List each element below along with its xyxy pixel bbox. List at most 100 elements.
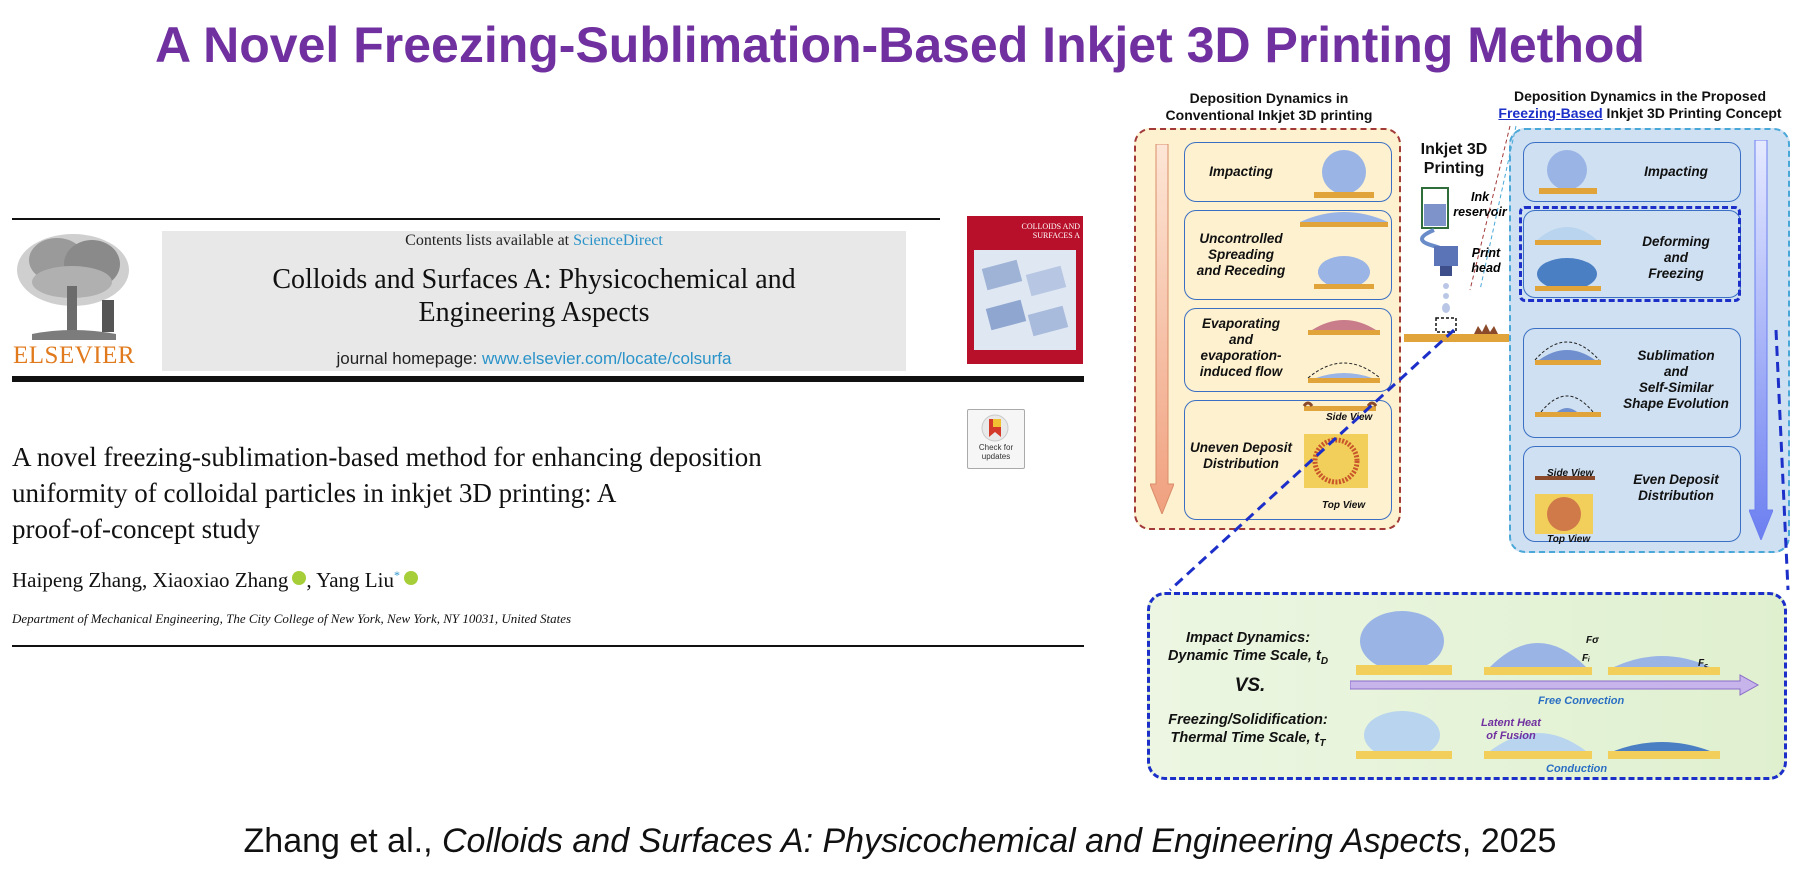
sciencedirect-link[interactable]: ScienceDirect [573, 232, 663, 249]
step-label-line: and [1228, 332, 1253, 347]
step-sublimation [1523, 328, 1741, 438]
homepage-link[interactable]: www.elsevier.com/locate/colsurfa [482, 349, 732, 368]
process-arrow-icon [1150, 144, 1174, 514]
citation-authors: Zhang et al., [243, 822, 442, 860]
impact-line2-text: Dynamic Time Scale, t [1167, 648, 1321, 664]
step-label-line: Self-Similar [1638, 380, 1714, 395]
proposed-process-panel: Impacting Deforming and Freezing Sublima… [1509, 128, 1790, 553]
step-label: Sublimation and Self-Similar Shape Evolu… [1611, 348, 1741, 412]
step-label-line: Sublimation [1637, 348, 1715, 363]
freeze-line2: Thermal Time Scale, tT [1158, 729, 1338, 753]
top-view-label: Top View [1322, 500, 1366, 511]
print-head-label: Print head [1464, 246, 1508, 276]
article-title: A novel freezing-sublimation-based metho… [12, 439, 912, 547]
step-label-line: Uncontrolled [1199, 231, 1283, 246]
inkjet-heading-line2: Printing [1423, 160, 1485, 177]
author-separator: , [142, 568, 153, 592]
freezing-label: Freezing/Solidification: Thermal Time Sc… [1158, 711, 1338, 753]
proposed-droplet-illustrations [1534, 150, 1601, 534]
article-title-line1: A novel freezing-sublimation-based metho… [12, 442, 762, 472]
journal-homepage: journal homepage: www.elsevier.com/locat… [162, 349, 906, 369]
orcid-icon[interactable] [292, 571, 307, 585]
step-label-line: Impacting [1644, 164, 1708, 179]
step-label-line: Uneven Deposit [1189, 440, 1293, 455]
top-view-label: Top View [1547, 534, 1591, 545]
latent-heat-line2: of Fusion [1486, 730, 1536, 742]
step-label: Uncontrolled Spreading and Receding [1186, 231, 1296, 279]
impact-line1: Impact Dynamics: [1185, 630, 1311, 646]
proposed-heading-line2: Freezing-Based Inkjet 3D Printing Concep… [1480, 105, 1800, 122]
freeze-line2-text: Thermal Time Scale, t [1170, 730, 1320, 746]
step-label-line: and Receding [1196, 263, 1286, 278]
inkjet-heading-line1: Inkjet 3D [1420, 141, 1488, 158]
latent-heat-line1: Latent Heat [1481, 717, 1541, 729]
journal-name-line1: Colloids and Surfaces A: Physicochemical… [272, 264, 796, 295]
author-name[interactable]: Xiaoxiao Zhang [152, 568, 289, 592]
conduction-label: Conduction [1546, 763, 1608, 775]
article-title-line3: proof-of-concept study [12, 514, 261, 544]
step-label-line: Spreading [1207, 247, 1274, 262]
conventional-droplet-illustrations [1300, 150, 1388, 488]
freeze-line1: Freezing/Solidification: [1168, 712, 1328, 728]
conventional-heading-line2: Conventional Inkjet 3D printing [1165, 107, 1373, 123]
step-label-line: Impacting [1209, 164, 1273, 179]
check-for-updates-label: Check for updates [978, 443, 1014, 461]
print-head-line1: Print [1471, 246, 1501, 260]
elsevier-tree-logo [17, 234, 129, 340]
step-label-line: Shape Evolution [1623, 396, 1729, 411]
free-convection-label: Free Convection [1538, 695, 1625, 707]
force-sigma-label: Fσ [1586, 635, 1599, 646]
ink-reservoir-label: Ink reservoir [1452, 190, 1508, 220]
step-label-line: Deforming [1642, 234, 1710, 249]
force-i-label: Fᵢ [1582, 653, 1590, 664]
step-label-line: Distribution [1203, 456, 1279, 471]
thick-rule [12, 376, 1084, 382]
journal-name-line2: Engineering Aspects [418, 297, 650, 328]
proposed-heading: Deposition Dynamics in the Proposed Free… [1480, 88, 1800, 122]
author-name[interactable]: Haipeng Zhang [12, 568, 143, 592]
affiliation: Department of Mechanical Engineering, Th… [12, 611, 572, 626]
conventional-heading-line1: Deposition Dynamics in [1189, 90, 1349, 106]
step-label: Evaporating and evaporation- induced flo… [1186, 316, 1296, 380]
inkjet-heading: Inkjet 3D Printing [1404, 140, 1504, 178]
process-arrow-icon [1749, 140, 1773, 540]
side-view-label: Side View [1326, 412, 1373, 423]
step-label-line: Freezing [1648, 266, 1704, 281]
proposed-heading-line1: Deposition Dynamics in the Proposed [1513, 88, 1767, 104]
step-evaporating [1184, 308, 1392, 392]
bookmark-icon [981, 414, 1009, 442]
inkjet-printer-diagram [1404, 187, 1512, 342]
impact-subscript: D [1320, 655, 1329, 667]
step-label: Even Deposit Distribution [1621, 472, 1731, 504]
bottom-rule [12, 645, 1084, 647]
contents-prefix: Contents lists available at [405, 232, 574, 249]
time-scale-comparison-panel: Impact Dynamics: Dynamic Time Scale, tD … [1147, 592, 1787, 780]
orcid-icon[interactable] [403, 571, 418, 585]
step-even-deposit [1523, 446, 1741, 542]
conventional-heading: Deposition Dynamics in Conventional Inkj… [1134, 90, 1404, 124]
author-name[interactable]: Yang Liu [316, 568, 394, 592]
highlight-box [1519, 206, 1741, 302]
freezing-based-link: Freezing-Based [1498, 105, 1603, 121]
latent-heat-label: Latent Heat of Fusion [1476, 717, 1546, 743]
print-head-line2: head [1471, 261, 1501, 275]
ink-reservoir-line1: Ink [1470, 190, 1490, 204]
citation-journal: Colloids and Surfaces A: Physicochemical… [442, 822, 1462, 860]
step-label-line: Evaporating [1201, 316, 1280, 331]
freeze-subscript: T [1319, 737, 1326, 749]
top-rule [12, 218, 940, 220]
side-view-label: Side View [1547, 468, 1594, 479]
step-label: Uneven Deposit Distribution [1186, 440, 1296, 472]
corresponding-author-mark: * [393, 568, 400, 582]
article-title-line2: uniformity of colloidal particles in ink… [12, 478, 617, 508]
conventional-process-panel: Impacting Uncontrolled Spreading and Rec… [1134, 128, 1401, 530]
ink-reservoir-line2: reservoir [1453, 205, 1507, 219]
homepage-prefix: journal homepage: [336, 349, 483, 368]
step-label-line: induced flow [1199, 364, 1283, 379]
step-label-line: Distribution [1638, 488, 1714, 503]
proposed-heading-rest: Inkjet 3D Printing Concept [1602, 105, 1782, 121]
vs-label: VS. [1234, 675, 1266, 696]
step-label-line: and [1663, 364, 1688, 379]
step-label-line: evaporation- [1200, 348, 1282, 363]
citation: Zhang et al., Colloids and Surfaces A: P… [0, 822, 1800, 861]
